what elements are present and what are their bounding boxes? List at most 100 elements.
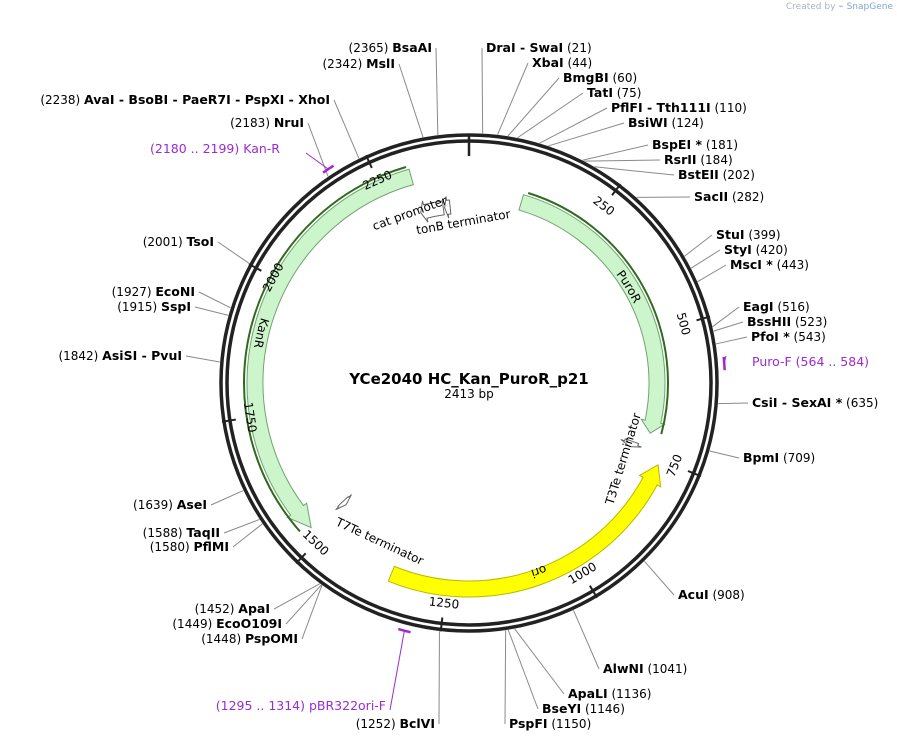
site-leader-line — [233, 524, 262, 547]
site-position: (124) — [668, 116, 704, 130]
site-leader-line — [573, 610, 599, 669]
site-position: (399) — [745, 228, 781, 242]
primer-label: (1295 .. 1314) pBR322ori-F — [216, 698, 386, 713]
site-enzyme-name: TaqII — [186, 525, 220, 540]
site-enzyme-name: PfoI * — [751, 329, 790, 344]
site-position: (1041) — [644, 662, 688, 676]
primer-name: pBR322ori-F — [309, 698, 386, 713]
site-enzyme-name: AsiSI — [102, 348, 137, 363]
site-label: CsiI - SexAI * (635) — [752, 395, 878, 410]
primer-leader-line — [306, 153, 328, 169]
primer-range: (564 .. 584) — [792, 354, 869, 369]
site-leader-line — [334, 100, 359, 159]
site-enzyme-name: BssHII — [747, 314, 791, 329]
site-acui: AcuI (908) — [644, 561, 744, 602]
site-position: (1915) — [117, 300, 161, 314]
site-leader-line — [195, 307, 228, 315]
site-enzyme-name: BclVI — [399, 716, 435, 731]
site-enzyme-name: EagI — [743, 299, 774, 314]
watermark-brand: SnapGene — [847, 2, 893, 12]
site-label: SacII (282) — [694, 189, 764, 204]
site-label: PflFI - Tth111I (110) — [611, 100, 747, 115]
site-enzyme-name: BpmI — [743, 450, 779, 465]
primer-name: Puro-F — [752, 354, 792, 369]
primer-puro-f: Puro-F (564 .. 584) — [724, 354, 869, 370]
site-position: (110) — [711, 101, 747, 115]
site-label: (2001) TsoI — [143, 234, 214, 249]
primer-name: Kan-R — [243, 141, 280, 156]
site-enzyme-name: AseI — [177, 497, 207, 512]
site-position: (1927) — [112, 285, 156, 299]
site-tsoi: (2001) TsoI — [143, 234, 250, 264]
tick-label-500: 500 — [674, 311, 694, 337]
site-label: StuI (399) — [716, 227, 781, 242]
plasmid-length: 2413 bp — [444, 387, 494, 401]
site-enzyme-name: CsiI — [752, 395, 778, 410]
site-enzyme-name: Tth111I — [657, 100, 711, 115]
site-enzyme-name: TatI — [587, 85, 613, 100]
site-leader-line — [515, 629, 564, 694]
site-label: (2238) AvaI - BsoBI - PaeR7I - PspXI - X… — [40, 92, 330, 107]
site-position: (44) — [564, 56, 592, 70]
site-enzyme-name: BsaAI — [392, 40, 432, 55]
site-label: (1252) BclVI — [356, 716, 435, 731]
site-enzyme-name: PflMI — [193, 539, 229, 554]
site-position: (75) — [613, 86, 641, 100]
site-enzyme-name: AcuI — [678, 587, 709, 602]
site-label: BspEI * (181) — [652, 137, 738, 152]
site-leader-line — [644, 561, 674, 595]
site-enzyme-name: PspOMI — [245, 631, 298, 646]
feature-label-t7te-terminator: T7Te terminator — [333, 514, 426, 567]
site-label: AcuI (908) — [678, 587, 745, 602]
site-label: (1452) ApaI — [195, 601, 270, 616]
site-position: (1449) — [172, 617, 216, 631]
site-enzyme-name: MscI * — [730, 257, 773, 272]
site-enzyme-name: RsrII — [664, 152, 697, 167]
site-sacii: SacII (282) — [637, 189, 765, 204]
site-label: (1448) PspOMI — [201, 631, 298, 646]
site-enzyme-name: BmgBI — [563, 70, 609, 85]
watermark-prefix: Created by — [786, 2, 836, 12]
site-leader-line — [302, 585, 322, 639]
site-label: TatI (75) — [587, 85, 641, 100]
site-leader-line — [218, 242, 249, 264]
site-label: StyI (420) — [724, 242, 788, 257]
site-taqii: (1588) TaqII — [143, 519, 260, 540]
site-label: DraI - SwaI (21) — [486, 40, 592, 55]
site-position: (1146) — [581, 702, 625, 716]
tick-label-1250: 1250 — [428, 594, 460, 611]
site-enzyme-name: BsoBI — [128, 92, 168, 107]
site-position: (2342) — [322, 57, 366, 71]
site-leader-line — [308, 123, 328, 177]
site-position: (1448) — [201, 632, 245, 646]
site-leader-line — [186, 356, 220, 362]
site-apai: (1452) ApaI — [195, 584, 320, 616]
site-label: BseYI (1146) — [542, 701, 625, 716]
site-position: (1150) — [548, 717, 592, 731]
primer-leader-line — [390, 631, 404, 710]
site-position: (2365) — [349, 41, 393, 55]
site-position: (709) — [779, 451, 815, 465]
site-label: BmgBI (60) — [563, 70, 637, 85]
feature-t7te-terminator — [336, 495, 352, 510]
site-enzyme-name: XhoI — [298, 92, 330, 107]
site-label: BsiWI (124) — [628, 115, 704, 130]
site-position: (282) — [728, 190, 764, 204]
site-bclvi: (1252) BclVI — [356, 631, 440, 731]
site-leader-line — [684, 235, 712, 256]
site-label: (2365) BsaAI — [349, 40, 432, 55]
site-position: (184) — [697, 153, 733, 167]
site-label: (1915) SspI — [117, 299, 191, 314]
site-enzyme-name: StyI — [724, 242, 752, 257]
site-position: (1580) — [150, 540, 194, 554]
site-position: (1639) — [133, 498, 177, 512]
snapgene-logo-icon: ⌁ — [838, 2, 843, 12]
site-asisi: (1842) AsiSI - PvuI — [58, 348, 219, 363]
site-leader-line — [436, 48, 438, 135]
site-leader-line — [718, 403, 748, 404]
site-label: EagI (516) — [743, 299, 810, 314]
site-enzyme-name: EcoNI — [155, 284, 195, 299]
site-label: (1927) EcoNI — [112, 284, 195, 299]
